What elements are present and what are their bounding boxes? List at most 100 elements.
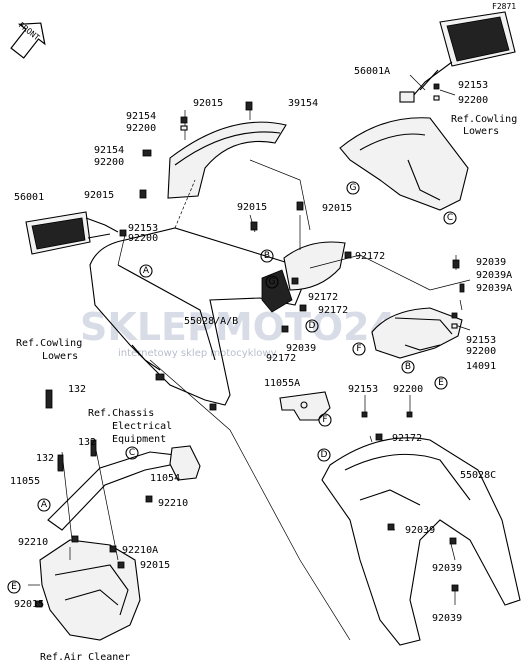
part-label: 92153 (128, 223, 158, 234)
reference-label: Ref.Cowling (16, 338, 82, 349)
svg-text:A: A (41, 500, 48, 510)
part-label: 14091 (466, 361, 496, 372)
part-label: 92015 (14, 599, 44, 610)
grommet-icon (245, 101, 253, 111)
part-label: 92039 (286, 343, 316, 354)
screw-icon (57, 454, 64, 472)
part-label: 92200 (466, 346, 496, 357)
screw-icon (142, 149, 152, 157)
grommet-icon (139, 189, 147, 199)
svg-text:C: C (129, 448, 135, 458)
callout-g: G (346, 181, 360, 195)
part-label: 92154 (126, 111, 156, 122)
part-label: 92172 (355, 251, 385, 262)
part-label: 92039 (432, 563, 462, 574)
part-label: 92039A (476, 283, 512, 294)
inner-cowling-55028c (321, 437, 521, 646)
callout-d: D (317, 448, 331, 462)
callout-b: B (260, 249, 274, 263)
grommet-icon (433, 95, 440, 101)
reference-label: Ref.Cowling (451, 114, 517, 125)
grommet-icon (250, 221, 258, 231)
callout-d: D (305, 319, 319, 333)
part-label: 92210 (158, 498, 188, 509)
part-label: 56001 (14, 192, 44, 203)
part-label: 92039A (476, 270, 512, 281)
part-label: 92172 (318, 305, 348, 316)
fasteners (35, 83, 465, 608)
right-cowling-top (339, 117, 469, 211)
part-label: 39154 (288, 98, 318, 109)
windscreen (167, 121, 287, 199)
svg-text:G: G (269, 277, 276, 287)
screw-icon (361, 411, 368, 418)
grommet-icon (451, 323, 458, 329)
screw-icon (459, 283, 465, 293)
screw-icon (433, 83, 440, 90)
reference-label: Electrical (112, 421, 172, 432)
screw-icon (45, 389, 53, 409)
reference-label: Lowers (42, 351, 78, 362)
svg-text:D: D (321, 450, 328, 460)
screw-icon (375, 433, 383, 441)
part-label: 92153 (466, 335, 496, 346)
watermark: SKLEPMOTO24 internetowy sklep motocyklow… (80, 305, 396, 359)
part-label: 56001A (354, 66, 390, 77)
screw-icon (117, 561, 125, 569)
reference-label: Ref.Chassis (88, 408, 154, 419)
callout-a: A (139, 264, 153, 278)
callouts: A A B B C C D D E E F F G G (7, 181, 457, 594)
screw-icon (180, 116, 188, 124)
screw-icon (344, 251, 352, 259)
svg-text:C: C (447, 213, 453, 223)
part-label: 92015 (322, 203, 352, 214)
svg-text:B: B (264, 251, 270, 261)
grommet-icon (209, 403, 217, 411)
screw-icon (451, 584, 459, 592)
screw-icon (71, 535, 79, 543)
part-label: 92039 (476, 257, 506, 268)
headlight-assembly (261, 241, 346, 313)
screw-icon (35, 600, 43, 608)
side-panel (371, 307, 463, 359)
part-label: 92039 (432, 613, 462, 624)
part-label: 92154 (94, 145, 124, 156)
callout-f: F (318, 413, 332, 427)
air-duct-assembly (39, 539, 141, 641)
reference-labels: Ref.Cowling Lowers Ref.Cowling Lowers Re… (16, 114, 517, 663)
screw-icon (452, 259, 460, 269)
screw-icon (387, 523, 395, 531)
part-label: 92153 (348, 384, 378, 395)
grommet-icon (296, 201, 304, 211)
leader-lines (28, 74, 471, 641)
svg-text:F: F (322, 415, 327, 425)
svg-text:D: D (309, 321, 316, 331)
part-label: 92153 (458, 80, 488, 91)
callout-f: F (352, 342, 366, 356)
part-label: 92015 (84, 190, 114, 201)
svg-text:A: A (143, 266, 150, 276)
reference-label: Lowers (463, 126, 499, 137)
part-labels: 56001A 92153 92200 92015 39154 92154 922… (10, 66, 512, 624)
figure-id: F2871 (492, 2, 516, 11)
callout-c: C (443, 211, 457, 225)
part-label: 92015 (193, 98, 223, 109)
part-label: 92015 (237, 202, 267, 213)
mirror-icon (399, 11, 516, 103)
part-label: 55028C (460, 470, 496, 481)
svg-text:B: B (405, 362, 411, 372)
svg-text:G: G (350, 183, 357, 193)
part-label: 132 (68, 384, 86, 395)
part-label: 132 (36, 453, 54, 464)
screw-icon (90, 439, 97, 457)
part-label: 11054 (150, 473, 180, 484)
callout-g: G (265, 275, 279, 289)
screw-icon (281, 325, 289, 333)
watermark-tagline: internetowy sklep motocyklowy (118, 348, 277, 359)
watermark-brand: SKLEPMOTO24 (80, 305, 396, 349)
callout-b: B (401, 360, 415, 374)
part-label: 92200 (458, 95, 488, 106)
screw-icon (145, 495, 153, 503)
